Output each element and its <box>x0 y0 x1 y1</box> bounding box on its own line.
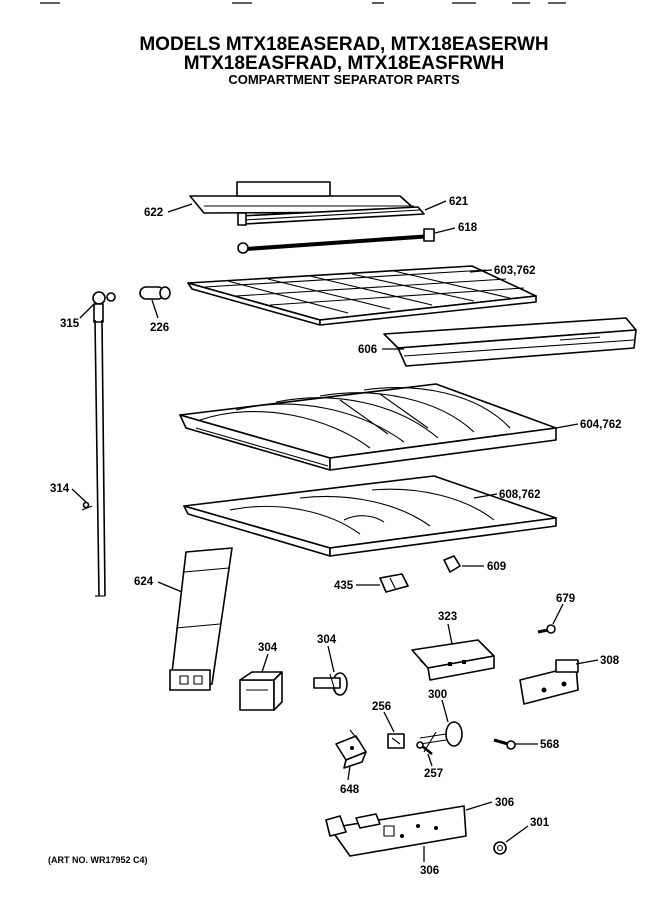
part-604-separator <box>179 383 557 471</box>
callout-603-762: 603,762 <box>494 265 536 277</box>
leader-304-b <box>327 645 335 673</box>
callout-306-a: 306 <box>495 797 514 809</box>
callout-304-a: 304 <box>258 642 278 654</box>
leader-624 <box>157 581 183 593</box>
part-622-cover <box>189 181 419 214</box>
leader-226 <box>151 299 159 319</box>
callout-618: 618 <box>458 222 478 234</box>
part-315-bracket <box>92 291 116 323</box>
part-648-damper <box>335 729 367 769</box>
callout-256: 256 <box>372 701 391 713</box>
callout-609: 609 <box>487 561 506 573</box>
part-306-cover <box>325 805 467 857</box>
callout-314: 314 <box>50 483 70 495</box>
part-568-screw <box>493 738 516 750</box>
part-226-plug <box>139 286 171 300</box>
leader-622 <box>167 203 193 213</box>
part-257-screw <box>416 741 433 755</box>
leader-323 <box>447 623 453 645</box>
leader-679 <box>552 603 564 625</box>
part-308-bracket <box>519 659 579 705</box>
callout-568: 568 <box>540 739 560 751</box>
leader-621 <box>424 200 447 211</box>
part-301-nut <box>493 841 507 855</box>
leader-648 <box>347 765 351 781</box>
callout-621: 621 <box>449 196 469 208</box>
callout-257: 257 <box>424 768 443 780</box>
leader-256 <box>383 711 395 733</box>
callout-304-b: 304 <box>317 634 337 646</box>
callout-606: 606 <box>358 344 377 356</box>
callout-226: 226 <box>150 322 169 334</box>
callout-648: 648 <box>340 784 360 796</box>
part-603-shelf <box>187 265 537 326</box>
part-304-knob <box>313 672 348 696</box>
callout-608-762: 608,762 <box>499 489 541 501</box>
leader-618 <box>434 227 456 234</box>
leader-604 <box>555 423 579 429</box>
leader-608 <box>473 493 498 499</box>
leader-257 <box>427 753 433 767</box>
section-title: COMPARTMENT SEPARATOR PARTS <box>228 72 460 87</box>
part-606-trim <box>383 317 637 367</box>
callout-679: 679 <box>556 593 575 605</box>
part-300-motor <box>419 721 463 753</box>
callout-323: 323 <box>438 611 457 623</box>
part-256-switch <box>387 733 405 749</box>
callout-435: 435 <box>334 580 354 592</box>
part-621-channel <box>237 206 425 226</box>
part-618-rod <box>237 228 435 254</box>
callout-308: 308 <box>600 655 620 667</box>
leader-306-a <box>465 801 493 811</box>
leader-314 <box>71 488 87 503</box>
leader-300 <box>441 699 449 723</box>
callout-624: 624 <box>134 576 154 588</box>
callout-622: 622 <box>144 207 163 219</box>
callout-301: 301 <box>530 817 550 829</box>
part-679-screw <box>537 624 556 634</box>
leader-301 <box>505 825 529 843</box>
part-609-clip <box>443 555 461 573</box>
leader-308 <box>575 659 599 665</box>
part-304-block <box>239 671 283 711</box>
part-624-duct <box>169 547 233 691</box>
callout-306-b: 306 <box>420 865 439 877</box>
part-323-housing <box>411 639 495 681</box>
models-title-line-2: MTX18EASFRAD, MTX18EASFRWH <box>184 53 505 74</box>
models-title-line-1: MODELS MTX18EASERAD, MTX18EASERWH <box>139 34 548 55</box>
part-314-rod <box>81 319 106 597</box>
leader-603 <box>469 269 493 273</box>
callout-315: 315 <box>60 318 80 330</box>
callout-300: 300 <box>428 689 447 701</box>
art-number: (ART NO. WR17952 C4) <box>48 855 148 865</box>
leader-315 <box>79 303 95 319</box>
leader-304-a <box>261 653 269 673</box>
part-608-separator <box>183 475 557 557</box>
part-435-latch <box>379 573 409 593</box>
callout-604-762: 604,762 <box>580 419 622 431</box>
